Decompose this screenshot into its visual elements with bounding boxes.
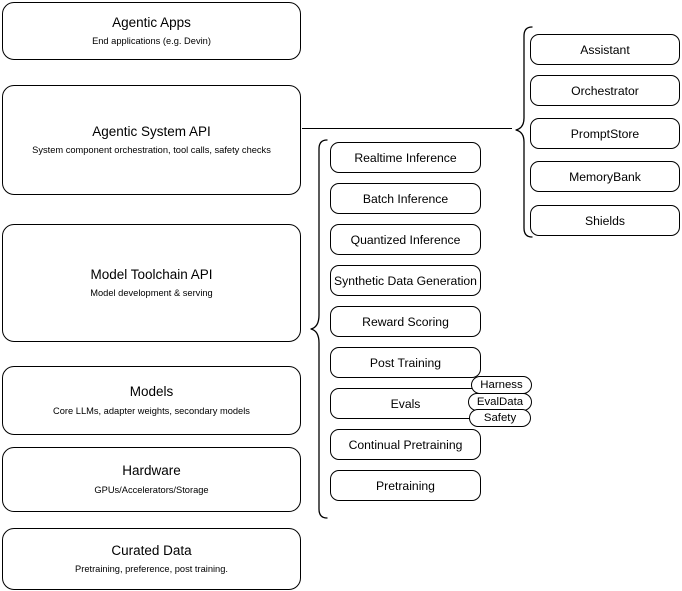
capability-chip-batch-inference[interactable]: Batch Inference: [330, 183, 481, 214]
layer-box-models[interactable]: Models Core LLMs, adapter weights, secon…: [2, 366, 301, 435]
layer-subtitle: System component orchestration, tool cal…: [32, 145, 271, 156]
capability-label: Pretraining: [376, 478, 435, 493]
layer-box-agentic-system-api[interactable]: Agentic System API System component orch…: [2, 85, 301, 195]
evals-badge-harness[interactable]: Harness: [471, 376, 532, 394]
layer-box-curated-data[interactable]: Curated Data Pretraining, preference, po…: [2, 528, 301, 590]
capability-label: Synthetic Data Generation: [334, 273, 477, 288]
capability-label: Continual Pretraining: [348, 437, 463, 452]
capability-label: Realtime Inference: [354, 150, 457, 165]
evals-badge-label: Harness: [480, 379, 523, 391]
system-component-label: Orchestrator: [571, 83, 639, 98]
system-component-chip-shields[interactable]: Shields: [530, 205, 680, 236]
system-component-chip-memorybank[interactable]: MemoryBank: [530, 161, 680, 192]
capability-chip-synthetic-data-generation[interactable]: Synthetic Data Generation: [330, 265, 481, 296]
capability-chip-realtime-inference[interactable]: Realtime Inference: [330, 142, 481, 173]
connector-system-api-to-components: [302, 128, 512, 129]
layer-title: Model Toolchain API: [90, 266, 213, 282]
system-component-label: Assistant: [580, 42, 630, 57]
capability-label: Post Training: [369, 355, 442, 370]
system-component-chip-promptstore[interactable]: PromptStore: [530, 118, 680, 149]
evals-badge-label: Safety: [483, 412, 517, 424]
layer-subtitle: Core LLMs, adapter weights, secondary mo…: [53, 405, 250, 416]
bracket-system-components: [515, 26, 533, 238]
evals-badge-label: EvalData: [476, 396, 524, 408]
bracket-toolchain-capabilities: [310, 139, 328, 519]
system-component-label: Shields: [585, 213, 625, 228]
layer-title: Agentic Apps: [112, 14, 191, 30]
layer-subtitle: Pretraining, preference, post training.: [75, 564, 228, 575]
capability-chip-quantized-inference[interactable]: Quantized Inference: [330, 224, 481, 255]
system-component-label: PromptStore: [570, 126, 640, 141]
capability-chip-reward-scoring[interactable]: Reward Scoring: [330, 306, 481, 337]
layer-box-hardware[interactable]: Hardware GPUs/Accelerators/Storage: [2, 447, 301, 512]
layer-title: Models: [129, 384, 174, 400]
capability-chip-continual-pretraining[interactable]: Continual Pretraining: [330, 429, 481, 460]
layer-subtitle: End applications (e.g. Devin): [92, 36, 211, 47]
layer-box-agentic-apps[interactable]: Agentic Apps End applications (e.g. Devi…: [2, 2, 301, 60]
layer-title: Agentic System API: [92, 123, 211, 139]
capability-label: Evals: [390, 396, 421, 411]
capability-label: Reward Scoring: [362, 314, 449, 329]
layer-title: Curated Data: [111, 542, 192, 558]
layer-subtitle: Model development & serving: [90, 288, 213, 299]
capability-label: Batch Inference: [362, 191, 449, 206]
evals-badge-safety[interactable]: Safety: [469, 409, 531, 427]
capability-chip-evals[interactable]: Evals: [330, 388, 481, 419]
layer-box-model-toolchain-api[interactable]: Model Toolchain API Model development & …: [2, 224, 301, 342]
capability-label: Quantized Inference: [350, 232, 461, 247]
layer-subtitle: GPUs/Accelerators/Storage: [94, 484, 209, 495]
layer-title: Hardware: [122, 463, 181, 479]
system-component-chip-assistant[interactable]: Assistant: [530, 34, 680, 65]
capability-chip-pretraining[interactable]: Pretraining: [330, 470, 481, 501]
system-component-label: MemoryBank: [569, 169, 641, 184]
capability-chip-post-training[interactable]: Post Training: [330, 347, 481, 378]
system-component-chip-orchestrator[interactable]: Orchestrator: [530, 75, 680, 106]
